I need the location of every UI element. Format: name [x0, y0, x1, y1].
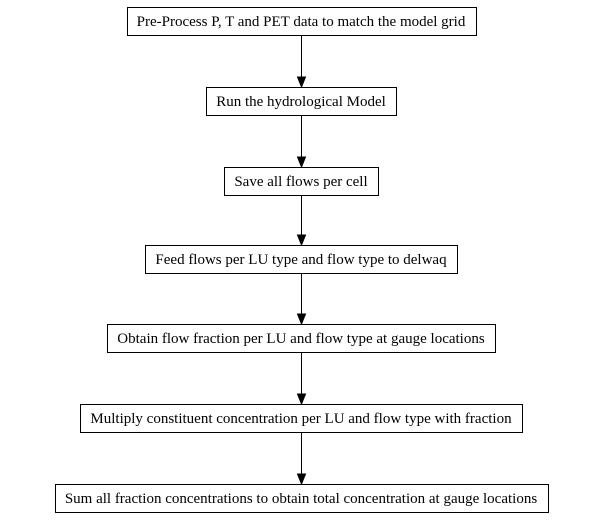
edge-feed-flows-to-obtain-fraction: [296, 274, 307, 326]
nodes-layer: Pre-Process P, T and PET data to match t…: [55, 7, 549, 513]
edge-save-flows-to-feed-flows: [296, 196, 307, 247]
node-obtain-fraction: Obtain flow fraction per LU and flow typ…: [107, 324, 496, 353]
node-label: Feed flows per LU type and flow type to …: [155, 252, 447, 268]
arrowhead-icon: [296, 234, 307, 247]
node-preprocess: Pre-Process P, T and PET data to match t…: [127, 7, 477, 36]
arrowhead-icon: [296, 393, 307, 406]
edges-layer: [296, 36, 307, 486]
edge-obtain-fraction-to-multiply: [296, 353, 307, 406]
edge-preprocess-to-run-model: [296, 36, 307, 89]
node-sum: Sum all fraction concentrations to obtai…: [55, 484, 549, 513]
arrowhead-icon: [296, 156, 307, 169]
node-box: [107, 324, 496, 353]
node-box: [145, 245, 458, 274]
arrowhead-icon: [296, 473, 307, 486]
arrowhead-icon: [296, 76, 307, 89]
node-box: [206, 87, 397, 116]
node-label: Obtain flow fraction per LU and flow typ…: [117, 331, 485, 347]
edge-multiply-to-sum: [296, 433, 307, 486]
node-feed-flows: Feed flows per LU type and flow type to …: [145, 245, 458, 274]
node-label: Multiply constituent concentration per L…: [90, 411, 512, 427]
arrowhead-icon: [296, 313, 307, 326]
node-label: Pre-Process P, T and PET data to match t…: [137, 14, 466, 30]
node-box: [127, 7, 477, 36]
edge-run-model-to-save-flows: [296, 116, 307, 169]
node-label: Save all flows per cell: [234, 174, 367, 190]
node-label: Sum all fraction concentrations to obtai…: [65, 491, 538, 507]
node-label: Run the hydrological Model: [216, 94, 386, 110]
node-run-model: Run the hydrological Model: [206, 87, 397, 116]
node-box: [80, 404, 523, 433]
node-box: [55, 484, 549, 513]
node-box: [224, 167, 379, 196]
node-save-flows: Save all flows per cell: [224, 167, 379, 196]
node-multiply: Multiply constituent concentration per L…: [80, 404, 523, 433]
